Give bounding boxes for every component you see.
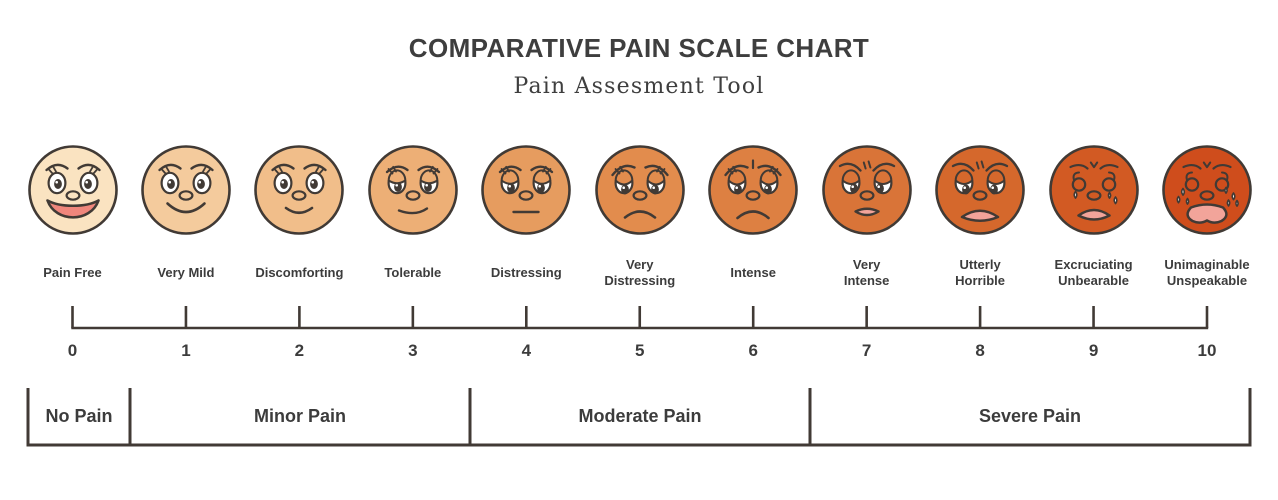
- level-label: Utterly Horrible: [955, 257, 1006, 288]
- category-label: Minor Pain: [253, 405, 346, 426]
- level-label: Very Distressing: [604, 257, 676, 288]
- scale-number: 4: [521, 341, 532, 360]
- scale-number: 10: [1197, 341, 1217, 360]
- level-label: Very Mild: [157, 265, 215, 280]
- level-label: Very Intense: [843, 257, 890, 288]
- level-label: Excruciating Unbearable: [1054, 257, 1133, 288]
- face-icon-level-8: [935, 145, 1025, 235]
- page-title: COMPARATIVE PAIN SCALE CHART: [408, 33, 870, 63]
- scale-number: 5: [635, 341, 645, 360]
- category-bands: [26, 388, 1252, 447]
- level-label: Discomforting: [255, 265, 344, 280]
- level-label: Distressing: [490, 265, 562, 280]
- scale-number: 7: [861, 341, 872, 360]
- face-icon-level-9: [1048, 145, 1139, 235]
- face-icon-level-1: [141, 145, 231, 235]
- face-icon-level-6: [708, 145, 798, 235]
- scale-number: 2: [294, 341, 305, 360]
- category-label: Severe Pain: [978, 405, 1082, 426]
- face-icon-level-3: [368, 145, 458, 235]
- scale-number: 0: [67, 341, 78, 360]
- category-label: Moderate Pain: [578, 405, 702, 426]
- scale-number: 1: [181, 341, 191, 360]
- category-label: No Pain: [45, 405, 113, 426]
- scale-number: 6: [748, 341, 758, 360]
- level-label: Pain Free: [43, 265, 102, 280]
- level-label: Unimaginable Unspeakable: [1164, 257, 1250, 288]
- face-icon-level-2: [254, 145, 345, 235]
- level-label: Tolerable: [384, 265, 442, 280]
- face-icon-level-7: [821, 145, 912, 235]
- face-icon-level-10: [1162, 145, 1252, 235]
- scale-number: 9: [1088, 341, 1099, 360]
- level-label: Intense: [730, 265, 776, 280]
- face-icon-level-0: [27, 145, 118, 235]
- scale-number: 8: [975, 341, 985, 360]
- scale-number: 3: [408, 341, 418, 360]
- scale-ruler: [71, 306, 1209, 330]
- face-icon-level-5: [594, 145, 685, 235]
- page-subtitle: Pain Assesment Tool: [513, 74, 765, 99]
- face-icon-level-4: [481, 145, 572, 235]
